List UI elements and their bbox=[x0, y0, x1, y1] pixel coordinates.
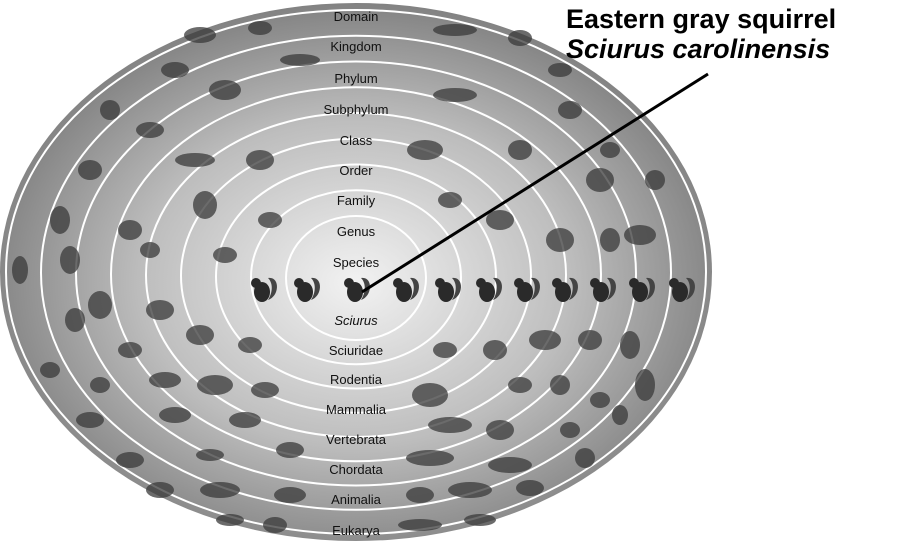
taxon-label-sciuridae: Sciuridae bbox=[329, 343, 383, 358]
organism-icon bbox=[612, 405, 628, 425]
organism-icon bbox=[548, 63, 572, 77]
taxon-label-chordata: Chordata bbox=[329, 462, 383, 477]
rank-label-family: Family bbox=[337, 193, 376, 208]
rank-label-domain: Domain bbox=[334, 9, 379, 24]
organism-icon bbox=[464, 514, 496, 526]
organism-icon bbox=[483, 340, 507, 360]
organism-icon bbox=[635, 369, 655, 401]
taxon-label-mammalia: Mammalia bbox=[326, 402, 387, 417]
rank-label-phylum: Phylum bbox=[334, 71, 377, 86]
organism-icon bbox=[140, 242, 160, 258]
organism-icon bbox=[558, 101, 582, 119]
organism-icon bbox=[575, 448, 595, 468]
rank-label-class: Class bbox=[340, 133, 373, 148]
rank-label-subphylum: Subphylum bbox=[323, 102, 388, 117]
taxon-label-vertebrata: Vertebrata bbox=[326, 432, 387, 447]
organism-icon bbox=[196, 449, 224, 461]
organism-icon bbox=[486, 210, 514, 230]
organism-icon bbox=[248, 21, 272, 35]
organism-icon bbox=[146, 482, 174, 498]
organism-icon bbox=[251, 382, 279, 398]
organism-icon bbox=[136, 122, 164, 138]
organism-icon bbox=[560, 422, 580, 438]
organism-icon bbox=[578, 330, 602, 350]
organism-icon bbox=[590, 392, 610, 408]
organism-icon bbox=[100, 100, 120, 120]
taxon-label-eukarya: Eukarya bbox=[332, 523, 380, 538]
organism-icon bbox=[246, 150, 274, 170]
organism-icon bbox=[407, 140, 443, 160]
organism-icon bbox=[88, 291, 112, 319]
organism-icon bbox=[274, 487, 306, 503]
organism-icon bbox=[398, 519, 442, 531]
organism-icon bbox=[428, 417, 472, 433]
organism-icon bbox=[508, 140, 532, 160]
rank-label-genus: Genus bbox=[337, 224, 376, 239]
organism-icon bbox=[60, 246, 80, 274]
organism-icon bbox=[186, 325, 214, 345]
rank-label-species: Species bbox=[333, 255, 380, 270]
organism-icon bbox=[529, 330, 561, 350]
organism-icon bbox=[508, 377, 532, 393]
organism-icon bbox=[438, 192, 462, 208]
organism-icon bbox=[65, 308, 85, 332]
organism-icon bbox=[516, 480, 544, 496]
organism-icon bbox=[280, 54, 320, 66]
organism-icon bbox=[645, 170, 665, 190]
organism-icon bbox=[197, 375, 233, 395]
rank-label-order: Order bbox=[339, 163, 373, 178]
organism-icon bbox=[229, 412, 261, 428]
common-name: Eastern gray squirrel bbox=[566, 4, 836, 35]
organism-icon bbox=[213, 247, 237, 263]
organism-icon bbox=[146, 300, 174, 320]
organism-icon bbox=[586, 168, 614, 192]
organism-icon bbox=[600, 228, 620, 252]
rank-label-kingdom: Kingdom bbox=[330, 39, 381, 54]
taxon-label-sciurus: Sciurus bbox=[334, 313, 378, 328]
organism-icon bbox=[433, 24, 477, 36]
organism-icon bbox=[193, 191, 217, 219]
organism-icon bbox=[216, 514, 244, 526]
organism-icon bbox=[238, 337, 262, 353]
organism-icon bbox=[276, 442, 304, 458]
organism-icon bbox=[433, 88, 477, 102]
organism-icon bbox=[184, 27, 216, 43]
taxon-label-rodentia: Rodentia bbox=[330, 372, 383, 387]
organism-icon bbox=[258, 212, 282, 228]
organism-icon bbox=[40, 362, 60, 378]
organism-icon bbox=[118, 342, 142, 358]
organism-icon bbox=[200, 482, 240, 498]
organism-icon bbox=[433, 342, 457, 358]
scientific-name: Sciurus carolinensis bbox=[566, 34, 830, 65]
organism-icon bbox=[600, 142, 620, 158]
organism-icon bbox=[116, 452, 144, 468]
organism-icon bbox=[76, 412, 104, 428]
organism-icon bbox=[159, 407, 191, 423]
organism-icon bbox=[620, 331, 640, 359]
organism-icon bbox=[406, 487, 434, 503]
organism-icon bbox=[175, 153, 215, 167]
organism-icon bbox=[149, 372, 181, 388]
organism-icon bbox=[50, 206, 70, 234]
taxon-label-animalia: Animalia bbox=[331, 492, 382, 507]
organism-icon bbox=[486, 420, 514, 440]
organism-icon bbox=[118, 220, 142, 240]
organism-icon bbox=[12, 256, 28, 284]
organism-icon bbox=[263, 517, 287, 533]
organism-icon bbox=[406, 450, 454, 466]
organism-icon bbox=[161, 62, 189, 78]
organism-icon bbox=[209, 80, 241, 100]
organism-icon bbox=[508, 30, 532, 46]
organism-icon bbox=[448, 482, 492, 498]
organism-icon bbox=[78, 160, 102, 180]
organism-icon bbox=[550, 375, 570, 395]
organism-icon bbox=[488, 457, 532, 473]
organism-icon bbox=[412, 383, 448, 407]
organism-icon bbox=[624, 225, 656, 245]
organism-icon bbox=[546, 228, 574, 252]
organism-icon bbox=[90, 377, 110, 393]
